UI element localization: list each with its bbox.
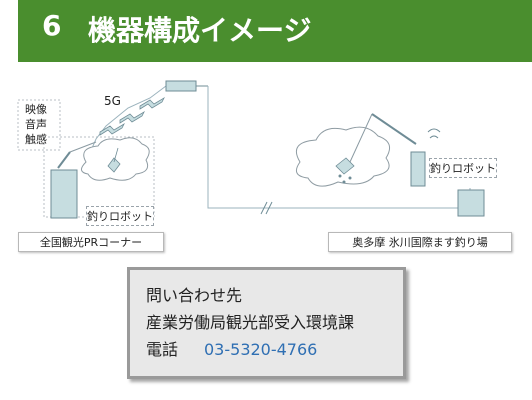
section-title: 機器構成イメージ — [88, 14, 312, 47]
right-robot-label: 釣りロボット — [429, 158, 497, 178]
vibration-mark — [429, 135, 439, 139]
right-venue-label: 奥多摩 氷川国際ます釣り場 — [328, 232, 512, 252]
left-fish-icon — [107, 147, 121, 173]
media-label-video: 映像 — [25, 103, 47, 116]
contact-phone-row: 電話 03-5320-4766 — [146, 336, 403, 363]
left-rod-handle — [57, 151, 71, 169]
signal-label: 5G — [104, 94, 121, 108]
right-fish-icon — [335, 157, 355, 184]
section-number: 6 — [42, 9, 62, 42]
base-station-icon — [165, 80, 197, 92]
right-terminal-icon — [457, 189, 485, 217]
contact-heading: 問い合わせ先 — [146, 286, 243, 305]
system-diagram: 映像 音声 触感 5G 釣りロボット 釣りロボット 全国観光PRコーナー 奥多摩… — [0, 62, 532, 262]
signal-wave-icon — [99, 96, 165, 136]
line-break-mark — [265, 201, 273, 215]
media-label-frame — [17, 99, 61, 151]
phone-number[interactable]: 03-5320-4766 — [204, 340, 318, 359]
left-venue-label: 全国観光PRコーナー — [18, 232, 164, 252]
right-rod — [371, 113, 417, 145]
line-break-mark — [260, 201, 268, 215]
vibration-mark — [427, 128, 441, 133]
right-robot-icon — [410, 151, 426, 187]
media-label-haptic: 触感 — [25, 133, 47, 146]
right-pond-cloud — [295, 126, 391, 187]
contact-department: 産業労働局観光部受入環境課 — [146, 313, 355, 332]
media-label-audio: 音声 — [25, 118, 47, 131]
section-header: 6 機器構成イメージ — [18, 0, 532, 62]
phone-label: 電話 — [146, 340, 179, 359]
left-screen-icon — [50, 169, 78, 219]
right-fishing-line — [349, 113, 373, 163]
contact-box: 問い合わせ先 産業労働局観光部受入環境課 電話 03-5320-4766 — [127, 267, 406, 379]
diagram-graphics — [17, 80, 485, 219]
left-rod-line — [69, 141, 97, 153]
left-robot-label: 釣りロボット — [86, 206, 154, 226]
